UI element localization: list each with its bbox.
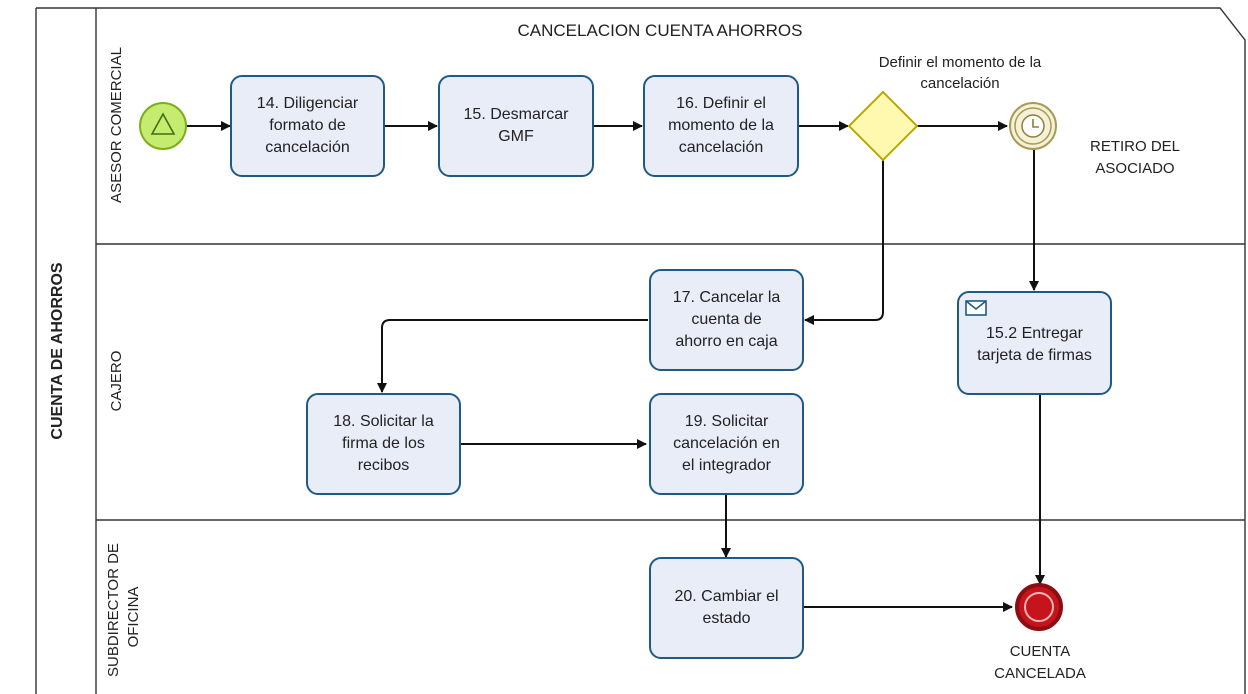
end-event[interactable] [1015,583,1063,631]
start-event[interactable] [139,102,187,150]
pool-border [36,7,1246,694]
timer-event-label: RETIRO DEL ASOCIADO [1089,138,1180,177]
end-event-label: CUENTA CANCELADA [994,643,1086,682]
envelope-icon [965,300,987,316]
lane-name-subdirector: SUBDIRECTOR DE OFICINA [105,543,142,677]
lane-name-asesor: ASESOR COMERCIAL [108,47,125,203]
gateway-label: Definir el momento de la cancelación [878,54,1042,92]
timer-event[interactable] [1009,102,1057,150]
exclusive-gateway[interactable] [847,90,919,162]
pool-name: CUENTA DE AHORROS [49,262,66,440]
flow-17-to-18 [377,319,648,393]
clock-icon [1021,114,1045,138]
lane-name-cajero: CAJERO [108,350,125,412]
flow-gateway-to-17 [804,160,884,325]
triangle-signal-icon [150,112,176,135]
pool-title: CANCELACION CUENTA AHORROS [517,21,803,40]
